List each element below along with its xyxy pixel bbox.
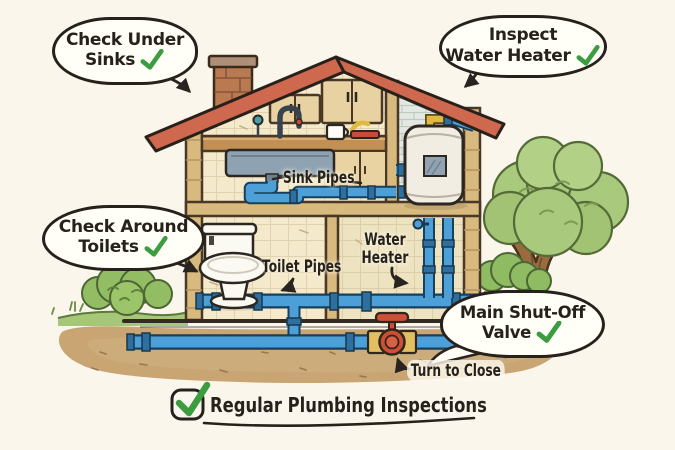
check-icon — [536, 320, 562, 344]
label-sink-pipes: Sink Pipes — [283, 168, 355, 187]
check-icon — [576, 44, 600, 66]
water-heater — [396, 112, 476, 210]
caption-text: Regular Plumbing Inspections — [210, 393, 487, 417]
callout-check-under-sinks: Check Under Sinks — [52, 17, 198, 85]
label-water-heater: Water Heater — [359, 231, 411, 267]
callout-line: Sinks — [84, 50, 136, 70]
ground-line — [122, 319, 488, 328]
arrow-toilet-pipes — [280, 277, 297, 293]
callout-line: Check Around — [58, 216, 189, 237]
label-turn-to-close: Turn to Close — [407, 360, 505, 381]
callout-line: Water Heater — [445, 45, 571, 66]
kitchen-counter — [200, 120, 388, 188]
check-icon — [144, 235, 168, 257]
shutoff-valve — [366, 311, 418, 356]
callout-line: Toilets — [78, 237, 139, 257]
label-toilet-pipes: Toilet Pipes — [262, 257, 342, 276]
callout-line: Inspect — [488, 25, 558, 46]
dash-sink-pipes-left — [271, 175, 287, 181]
label-water-heater-line1: Water — [364, 230, 406, 249]
callout-check-around-toilets: Check Around Toilets — [42, 205, 205, 271]
roof — [144, 55, 506, 153]
check-icon — [140, 48, 164, 70]
callout-line: Main Shut-Off — [459, 302, 586, 322]
callout-line: Check Under — [65, 29, 185, 50]
tree — [476, 135, 630, 298]
arrow-water-heater — [390, 266, 409, 289]
dash-sink-pipes-right — [351, 180, 363, 185]
sink-trap-pipes — [243, 181, 396, 205]
label-water-heater-line2: Heater — [361, 247, 409, 267]
caption-underline — [202, 416, 476, 428]
toilet — [198, 222, 268, 311]
caption-checkbox-icon — [170, 381, 211, 421]
bush-left — [81, 264, 173, 316]
callout-line: Valve — [481, 323, 532, 342]
callout-inspect-water-heater: Inspect Water Heater — [439, 15, 607, 78]
callout-main-shutoff-valve: Main Shut-Off Valve — [440, 290, 605, 358]
